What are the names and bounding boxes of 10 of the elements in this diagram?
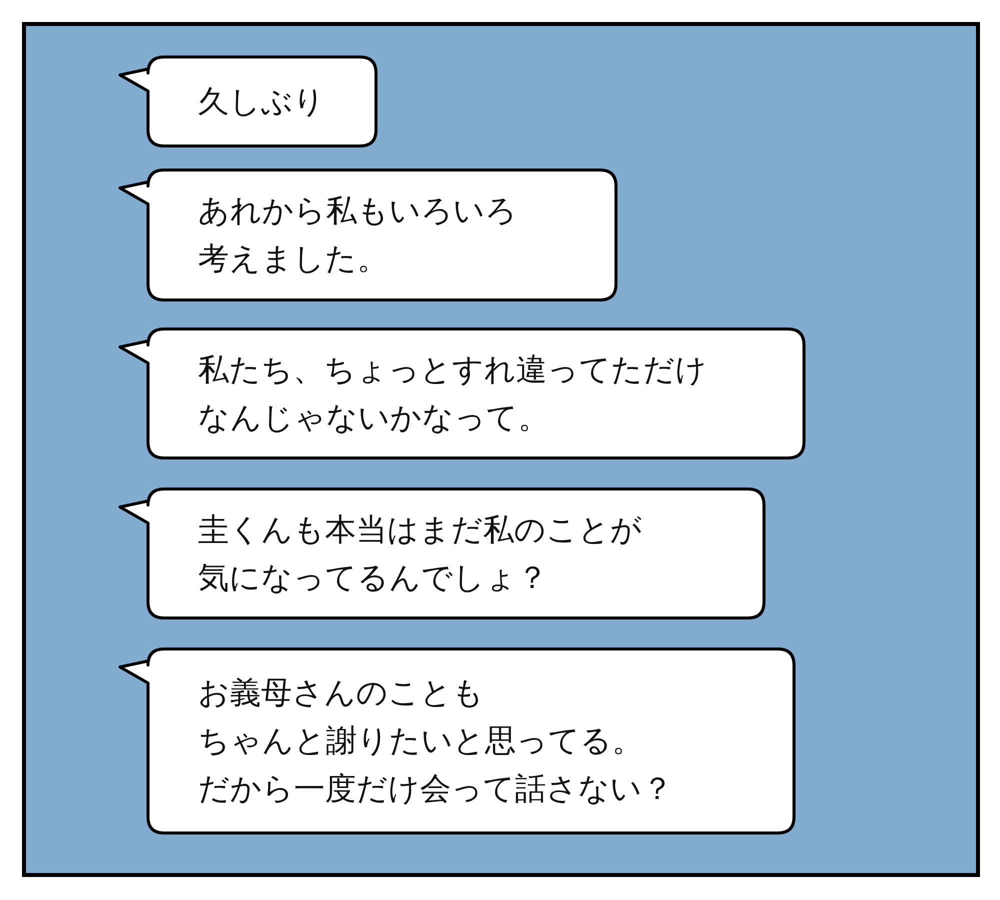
speech-bubble [118,168,618,302]
message-text: 私たち、ちょっとすれ違ってただけなんじゃないかなって。 [198,351,707,438]
message-text: あれから私もいろいろ考えました。 [198,192,517,279]
speech-bubble [118,327,806,460]
speech-bubble [118,647,796,835]
speech-bubble [118,487,766,620]
message-text: 圭くんも本当はまだ私のことが気になってるんでしょ？ [198,511,642,598]
message-text: 久しぶり [198,83,325,122]
speech-bubble [118,55,378,148]
message-text: お義母さんのこともちゃんと謝りたいと思ってる。だから一度だけ会って話さない？ [198,674,673,809]
